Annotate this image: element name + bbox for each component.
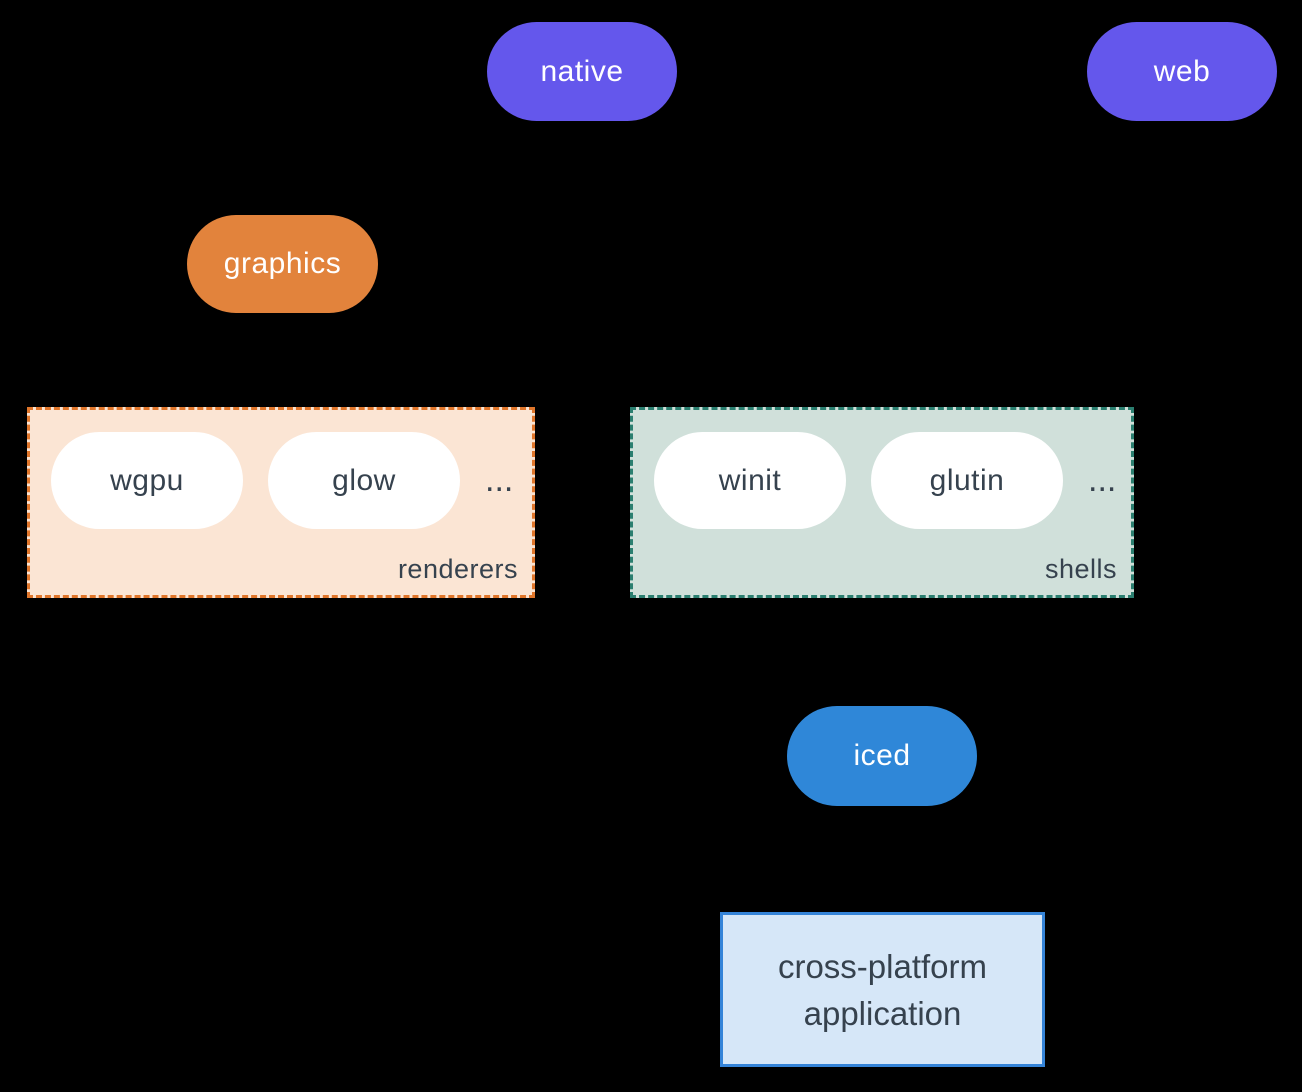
app-box-line1: cross-platform [777, 947, 988, 985]
group-shells: winit glutin ... shells [630, 407, 1134, 598]
junction-fillet-native-left [569, 164, 583, 178]
node-native: native [487, 22, 677, 121]
shells-ellipsis: ... [1088, 461, 1117, 499]
arrowhead-renderers [272, 381, 294, 400]
arrowhead-shells [870, 381, 892, 400]
junction-fillet-merge-right [881, 660, 893, 673]
group-label-renderers: renderers [397, 554, 518, 584]
app-box: cross-platform application [720, 912, 1045, 1067]
junction-fillet-merge-left [869, 660, 881, 673]
arrowhead-iced [870, 681, 892, 700]
pill-wgpu: wgpu [51, 432, 243, 529]
node-web: web [1087, 22, 1277, 121]
arrowhead-graphics [272, 192, 294, 211]
pill-glutin: glutin [871, 432, 1063, 529]
pill-winit: winit [654, 432, 846, 529]
node-iced: iced [787, 706, 977, 806]
group-label-shells: shells [1044, 554, 1117, 584]
app-box-line2: application [803, 994, 962, 1032]
group-renderers: wgpu glow ... renderers [27, 407, 535, 598]
junction-fillet-native-right [583, 164, 597, 178]
arrowhead-app [871, 886, 893, 905]
renderers-ellipsis: ... [485, 461, 514, 499]
node-graphics: graphics [187, 215, 378, 313]
pill-glow: glow [268, 432, 460, 529]
